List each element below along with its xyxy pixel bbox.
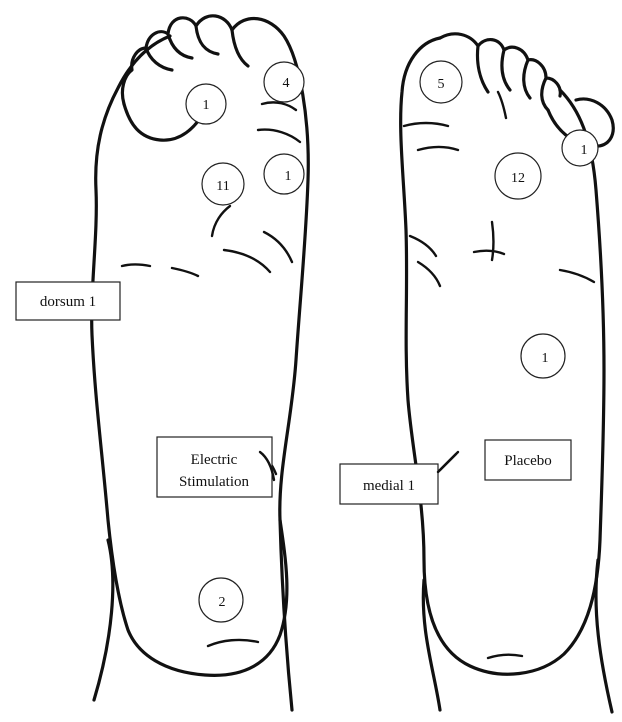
svg-text:2: 2 <box>219 595 226 610</box>
right-medial-crease <box>438 454 456 472</box>
left-crease-2 <box>262 102 296 110</box>
right-crease-7 <box>492 222 494 260</box>
placebo-label: Placebo <box>485 440 571 480</box>
left-crease-6 <box>122 265 150 267</box>
right-crease-8 <box>560 270 594 282</box>
medial-label: medial 1 <box>340 464 438 504</box>
right-crease-10 <box>488 655 522 658</box>
right-crease-6 <box>474 251 504 254</box>
right-site-1-toe: 1 <box>562 130 598 166</box>
left-crease-4 <box>224 250 270 272</box>
left-crease-3 <box>212 206 230 236</box>
svg-text:medial 1: medial 1 <box>363 478 415 494</box>
left-crease-5 <box>264 232 292 262</box>
right-leg-right <box>596 560 612 712</box>
svg-text:Placebo: Placebo <box>504 453 551 469</box>
svg-text:dorsum 1: dorsum 1 <box>40 294 96 310</box>
electric-stimulation-label: Electric Stimulation <box>157 437 272 497</box>
left-site-4-toe: 4 <box>264 62 304 102</box>
right-site-12-forefoot: 12 <box>495 153 541 199</box>
left-site-2-heel: 2 <box>199 578 243 622</box>
svg-text:4: 4 <box>283 76 290 91</box>
right-site-5-toe: 5 <box>420 61 462 103</box>
svg-text:11: 11 <box>216 179 229 194</box>
left-crease-9 <box>208 640 258 646</box>
svg-text:Electric: Electric <box>191 452 238 468</box>
left-site-11-forefoot: 11 <box>202 163 244 205</box>
right-crease-3 <box>498 92 506 118</box>
svg-text:Stimulation: Stimulation <box>179 474 250 490</box>
left-site-1-toe: 1 <box>186 84 226 124</box>
svg-text:1: 1 <box>285 169 292 184</box>
right-site-1-midfoot: 1 <box>521 334 565 378</box>
svg-text:1: 1 <box>581 143 588 158</box>
svg-text:5: 5 <box>438 77 445 92</box>
dorsum-label: dorsum 1 <box>16 282 120 320</box>
svg-text:1: 1 <box>542 351 549 366</box>
svg-text:12: 12 <box>511 171 525 186</box>
right-crease-4 <box>410 236 436 256</box>
right-crease-1 <box>404 123 448 126</box>
left-crease-1 <box>258 130 300 142</box>
svg-text:1: 1 <box>203 98 210 113</box>
left-crease-7 <box>172 268 198 276</box>
left-foot-toes <box>122 16 248 104</box>
left-site-1-forefoot: 1 <box>264 154 304 194</box>
right-crease-5 <box>418 262 440 286</box>
left-leg <box>94 540 113 700</box>
right-crease-2 <box>418 147 458 150</box>
